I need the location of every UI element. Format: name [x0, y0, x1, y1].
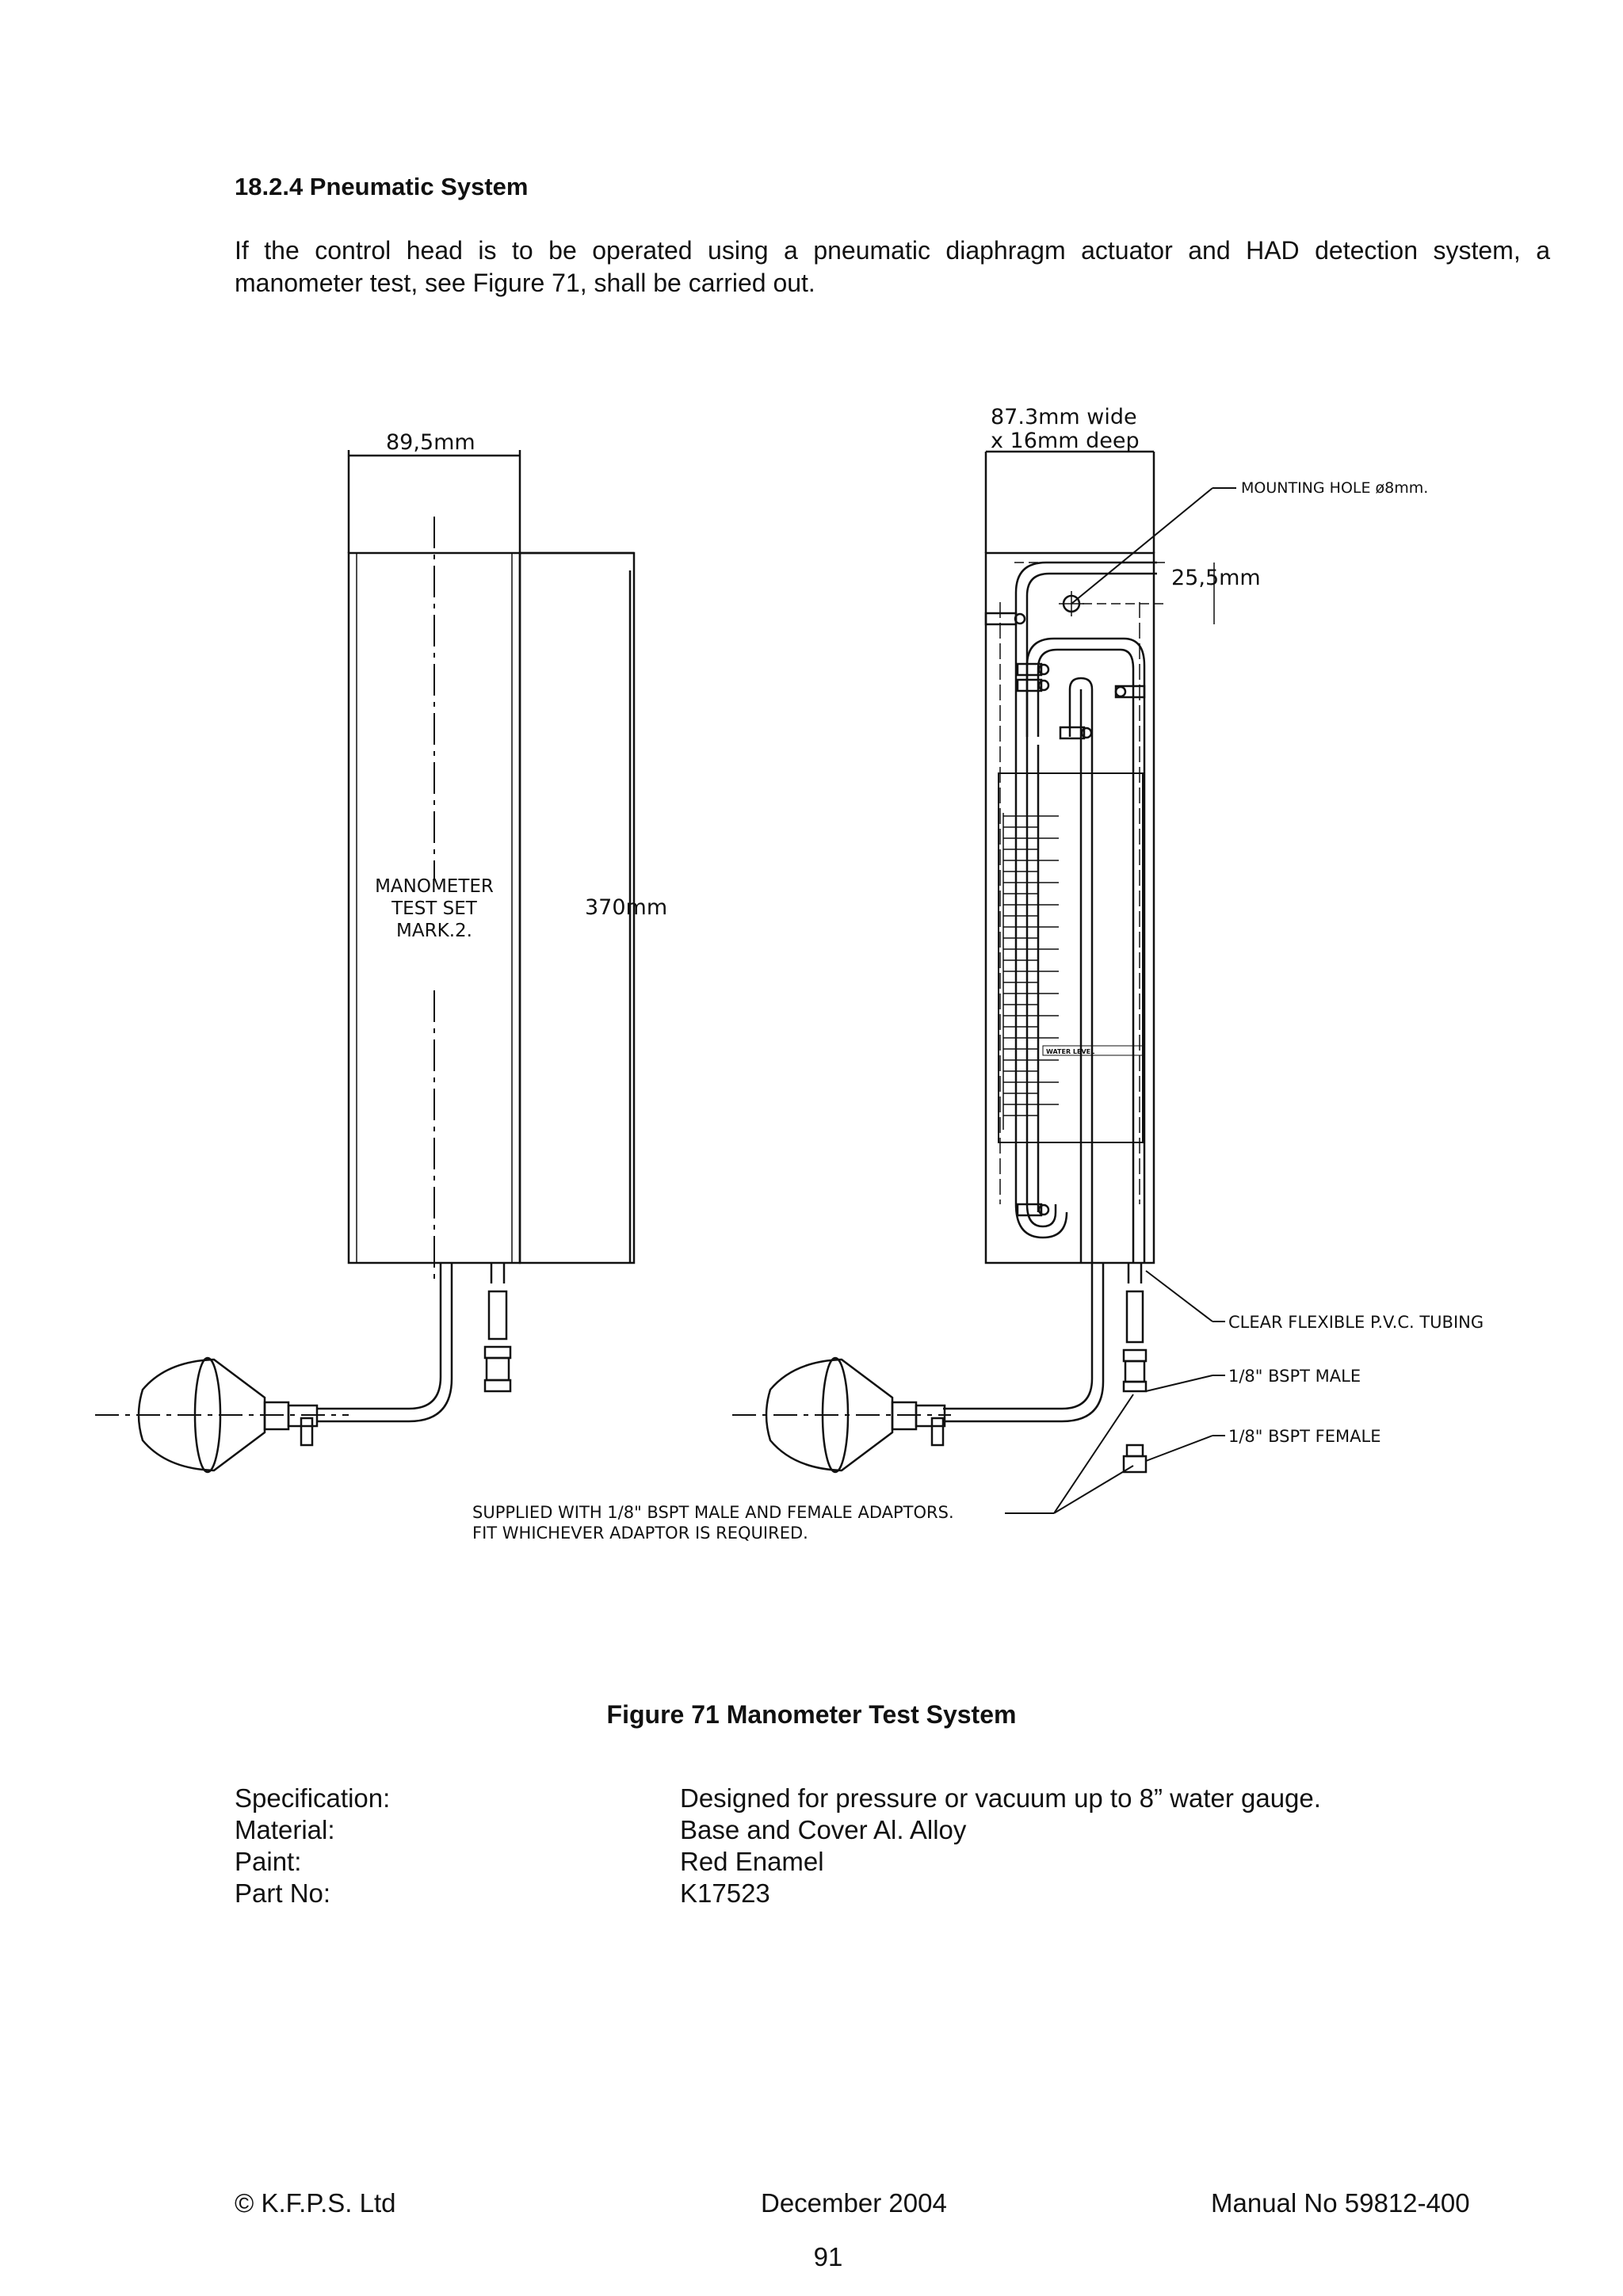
mounting-hole-dimension	[1014, 487, 1236, 624]
paragraph-line-2: manometer test, see Figure 71, shall be …	[235, 269, 815, 297]
left-width-dimension	[347, 450, 521, 553]
paragraph-line-1: If the control head is to be operated us…	[235, 236, 1550, 265]
left-width-label: 89,5mm	[386, 430, 475, 455]
manometer-label-line-1: MANOMETER	[375, 876, 494, 897]
page-number: 91	[813, 2242, 843, 2271]
spec-value: Designed for pressure or vacuum up to 8”…	[680, 1783, 1321, 1813]
left-height-label: 370mm	[585, 895, 667, 920]
water-level-label: WATER LEVEL	[1046, 1048, 1094, 1055]
spec-row: Paint: Red Enamel	[235, 1846, 1321, 1878]
left-tubing	[300, 1263, 512, 1447]
female-adaptor-label: 1/8" BSPT FEMALE	[1228, 1427, 1381, 1446]
manometer-label-line-3: MARK.2.	[396, 921, 472, 941]
adaptors-note-line-1: SUPPLIED WITH 1/8" BSPT MALE AND FEMALE …	[472, 1503, 954, 1522]
right-size-line-1: 87.3mm wide	[991, 405, 1137, 429]
spec-label: Material:	[235, 1815, 335, 1844]
spec-label: Paint:	[235, 1847, 302, 1876]
manometer-label-line-2: TEST SET	[391, 898, 478, 919]
tubing-label: CLEAR FLEXIBLE P.V.C. TUBING	[1228, 1313, 1484, 1332]
right-pump-bulb	[732, 1356, 951, 1474]
right-u-tubes	[1014, 561, 1157, 1263]
adaptors-note-line-2: FIT WHICHEVER ADAPTOR IS REQUIRED.	[472, 1524, 808, 1543]
spec-value: K17523	[680, 1878, 770, 1908]
mounting-hole-label: MOUNTING HOLE ø8mm.	[1241, 479, 1428, 497]
spec-label: Part No:	[235, 1878, 331, 1908]
footer-date: December 2004	[761, 2188, 947, 2218]
male-adaptor-label: 1/8" BSPT MALE	[1228, 1367, 1361, 1386]
right-view-body	[984, 450, 1155, 1264]
tube-clips	[984, 612, 1146, 1217]
right-size-line-2: x 16mm deep	[991, 429, 1140, 453]
spec-row: Specification: Designed for pressure or …	[235, 1783, 1321, 1814]
spec-row: Part No: K17523	[235, 1878, 1321, 1909]
left-height-dimension	[520, 551, 634, 1263]
section-heading: 18.2.4 Pneumatic System	[235, 173, 529, 200]
figure-caption: Figure 71 Manometer Test System	[606, 1700, 1017, 1729]
specification-table: Specification: Designed for pressure or …	[235, 1783, 1321, 1909]
graduated-scale	[998, 772, 1144, 1143]
footer-manual-number: Manual No 59812-400	[1211, 2188, 1470, 2218]
left-pump-bulb	[95, 1356, 349, 1474]
hole-offset-label: 25,5mm	[1171, 566, 1261, 590]
right-lower-fittings	[930, 1263, 1148, 1474]
spec-value: Red Enamel	[680, 1847, 824, 1876]
spec-row: Material: Base and Cover Al. Alloy	[235, 1814, 1321, 1846]
footer-copyright: © K.F.P.S. Ltd	[235, 2188, 396, 2218]
spec-value: Base and Cover Al. Alloy	[680, 1815, 967, 1844]
spec-label: Specification:	[235, 1783, 391, 1813]
intro-paragraph: If the control head is to be operated us…	[235, 235, 1550, 299]
leader-lines	[1005, 1270, 1225, 1514]
